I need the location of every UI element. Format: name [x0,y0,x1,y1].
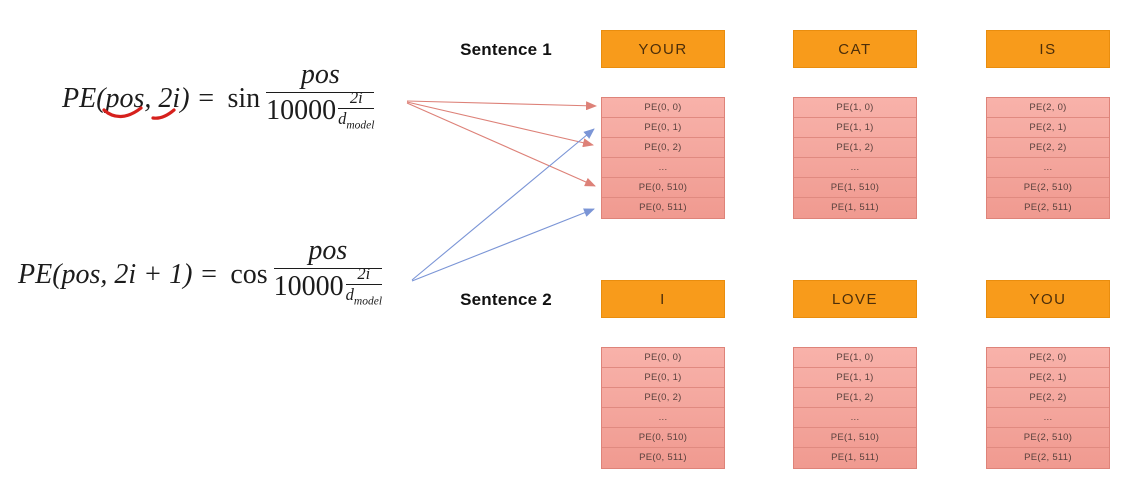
pe-cell: PE(2, 510) [987,428,1109,448]
pe-cell: PE(1, 1) [794,368,916,388]
word-column-is: IS PE(2, 0) PE(2, 1) PE(2, 2) ... PE(2, … [986,30,1110,219]
formula-cos-lhs: PE(pos, 2i + 1) = [18,259,219,291]
word-column-your: YOUR PE(0, 0) PE(0, 1) PE(0, 2) ... PE(0… [601,30,725,219]
sin-arrow-to-pe00 [406,100,597,111]
pe-table-your: PE(0, 0) PE(0, 1) PE(0, 2) ... PE(0, 510… [601,97,725,219]
exponent-denominator: dmodel [346,285,382,308]
formula-sin-fraction: pos 10000 2i dmodel [266,59,375,139]
pe-cell: PE(0, 510) [602,428,724,448]
word-box-is: IS [986,30,1110,68]
exponent-denominator: dmodel [338,109,374,132]
pe-cell: PE(1, 0) [794,98,916,118]
d-model-var: d [338,108,347,128]
sentence-2-label: Sentence 2 [460,290,552,309]
exponent-bar [338,107,375,109]
word-box-your: YOUR [601,30,725,68]
exponent-bar [345,283,383,285]
pe-cell-ellipsis: ... [794,408,916,428]
fraction-denominator: 10000 2i dmodel [266,89,375,138]
pe-cell: PE(2, 1) [987,118,1109,138]
pe-cell-ellipsis: ... [602,408,724,428]
word-label: YOU [1029,290,1067,308]
exponent-fraction: 2i dmodel [338,88,375,132]
pe-cell: PE(2, 510) [987,178,1109,198]
fraction-numerator: pos [300,59,340,90]
pe-cell: PE(0, 510) [602,178,724,198]
cos-arrow-to-pe0511 [411,208,595,282]
formula-sin-lhs: PE(pos, 2i) = [62,83,216,115]
pe-cell: PE(2, 2) [987,138,1109,158]
pe-table-cat: PE(1, 0) PE(1, 1) PE(1, 2) ... PE(1, 510… [793,97,917,219]
pe-cell: PE(2, 511) [1024,452,1072,463]
exponent-numerator: 2i [349,88,363,108]
word-column-cat: CAT PE(1, 0) PE(1, 1) PE(1, 2) ... PE(1,… [793,30,917,219]
word-label: LOVE [831,290,879,308]
pe-cell: PE(2, 0) [987,348,1109,368]
pe-cell: PE(1, 510) [794,178,916,198]
sin-arrow-to-pe0510 [406,102,596,187]
formula-sin-func: sin [227,83,261,115]
denominator-base: 10000 [266,95,337,127]
pe-cell: PE(1, 510) [794,428,916,448]
pe-cell: PE(2, 1) [987,368,1109,388]
exponent-numerator: 2i [357,264,371,284]
d-model-sub: model [346,119,375,131]
pe-cell: PE(0, 0) [602,348,724,368]
word-label: CAT [838,40,872,58]
word-label: I [660,290,666,308]
fraction-denominator: 10000 2i dmodel [273,265,383,314]
pe-cell: PE(2, 511) [1024,202,1072,213]
word-box-love: LOVE [793,280,917,318]
pe-cell: PE(0, 2) [602,138,724,158]
exponent-fraction: 2i dmodel [345,264,383,308]
pe-cell: PE(1, 2) [794,388,916,408]
pe-cell-ellipsis: ... [794,158,916,178]
pe-cell: PE(0, 511) [639,452,687,463]
pe-cell: PE(0, 1) [602,118,724,138]
pe-cell: PE(1, 1) [794,118,916,138]
word-column-you: YOU PE(2, 0) PE(2, 1) PE(2, 2) ... PE(2,… [986,280,1110,469]
word-box-i: I [601,280,725,318]
fraction-bar [266,92,375,94]
formula-cos: PE(pos, 2i + 1) = cos pos 10000 2i dmode… [18,235,383,315]
cos-arrow-to-pe01 [411,128,595,281]
pe-cell: PE(1, 2) [794,138,916,158]
pe-table-is: PE(2, 0) PE(2, 1) PE(2, 2) ... PE(2, 510… [986,97,1110,219]
pe-cell: PE(2, 2) [987,388,1109,408]
sentence-1-label: Sentence 1 [460,40,552,59]
d-model-var: d [345,284,354,304]
pe-table-you: PE(2, 0) PE(2, 1) PE(2, 2) ... PE(2, 510… [986,347,1110,469]
formula-cos-func: cos [230,259,268,291]
pe-cell: PE(0, 2) [602,388,724,408]
word-label: IS [1039,40,1057,58]
pe-table-love: PE(1, 0) PE(1, 1) PE(1, 2) ... PE(1, 510… [793,347,917,469]
pe-cell-ellipsis: ... [602,158,724,178]
word-column-i: I PE(0, 0) PE(0, 1) PE(0, 2) ... PE(0, 5… [601,280,725,469]
pe-cell-ellipsis: ... [987,158,1109,178]
pe-cell: PE(0, 1) [602,368,724,388]
formula-sin: PE(pos, 2i) = sin pos 10000 2i dmodel [62,59,375,139]
fraction-numerator: pos [308,235,348,266]
fraction-bar [273,268,383,270]
pe-cell: PE(1, 511) [831,202,879,213]
denominator-base: 10000 [273,271,344,303]
pe-cell-ellipsis: ... [987,408,1109,428]
pe-cell: PE(1, 511) [831,452,879,463]
word-column-love: LOVE PE(1, 0) PE(1, 1) PE(1, 2) ... PE(1… [793,280,917,469]
word-label: YOUR [638,40,688,58]
pe-cell: PE(2, 0) [987,98,1109,118]
formula-cos-fraction: pos 10000 2i dmodel [273,235,383,315]
word-box-cat: CAT [793,30,917,68]
pe-cell: PE(0, 511) [639,202,687,213]
sin-arrow-to-pe02 [406,101,594,148]
pe-table-i: PE(0, 0) PE(0, 1) PE(0, 2) ... PE(0, 510… [601,347,725,469]
d-model-sub: model [353,295,383,307]
word-box-you: YOU [986,280,1110,318]
pe-cell: PE(0, 0) [602,98,724,118]
pe-cell: PE(1, 0) [794,348,916,368]
